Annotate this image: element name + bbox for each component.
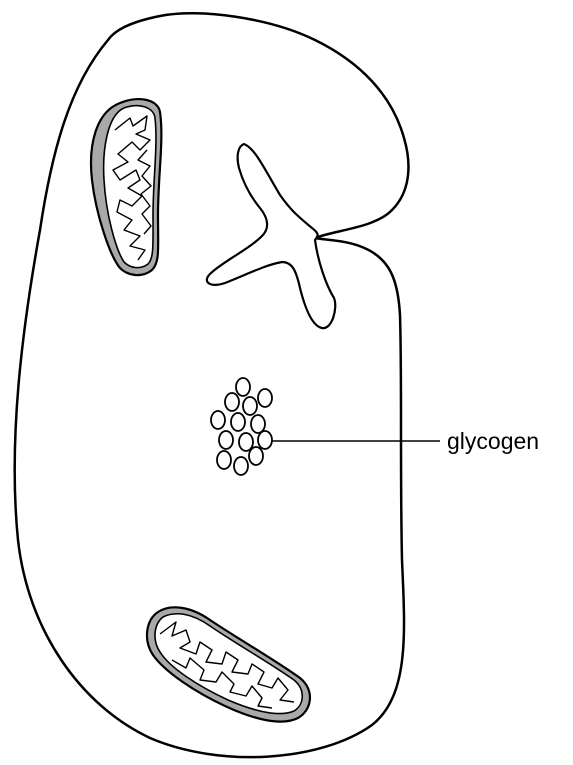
glycogen-granule xyxy=(258,389,272,407)
glycogen-granule xyxy=(219,431,233,449)
glycogen-granule xyxy=(258,431,272,449)
glycogen-label: glycogen xyxy=(447,428,539,454)
glycogen-granule xyxy=(251,415,265,433)
glycogen-granule xyxy=(236,378,250,396)
glycogen-granule xyxy=(243,397,257,415)
glycogen-granule xyxy=(211,411,225,429)
glycogen-granule xyxy=(249,447,263,465)
glycogen-granule xyxy=(217,451,231,469)
glycogen-granule xyxy=(225,393,239,411)
glycogen-granule xyxy=(234,457,248,475)
glycogen-granule xyxy=(239,433,253,451)
glycogen-granule xyxy=(231,413,245,431)
